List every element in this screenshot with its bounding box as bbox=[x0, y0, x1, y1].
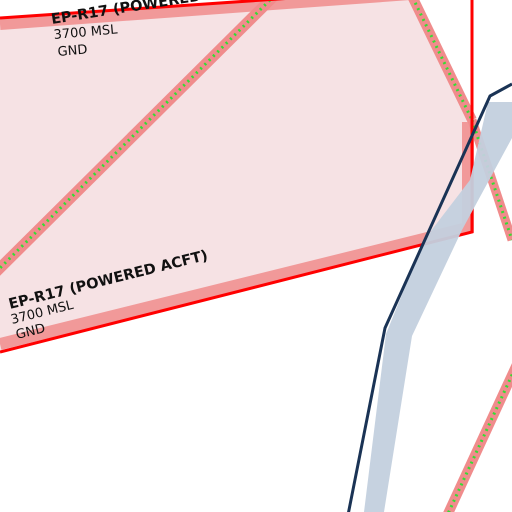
lower-boundary-dots bbox=[447, 371, 512, 512]
area-lower-limit: GND bbox=[57, 42, 88, 60]
lower-boundary-halo bbox=[443, 363, 512, 512]
restricted-area-divider-halo bbox=[0, 0, 278, 276]
restricted-area-east-halo bbox=[408, 0, 477, 123]
adjacent-boundary-halo bbox=[467, 118, 512, 242]
restricted-area-fill[interactable] bbox=[0, 0, 472, 352]
area-upper-limit: 3700 MSL bbox=[53, 22, 119, 43]
route-line[interactable] bbox=[347, 82, 512, 512]
restricted-area-halo bbox=[0, 0, 474, 350]
route-shadow bbox=[364, 102, 512, 512]
area-lower-limit: GND bbox=[14, 321, 47, 343]
restricted-area-border bbox=[0, 0, 474, 354]
